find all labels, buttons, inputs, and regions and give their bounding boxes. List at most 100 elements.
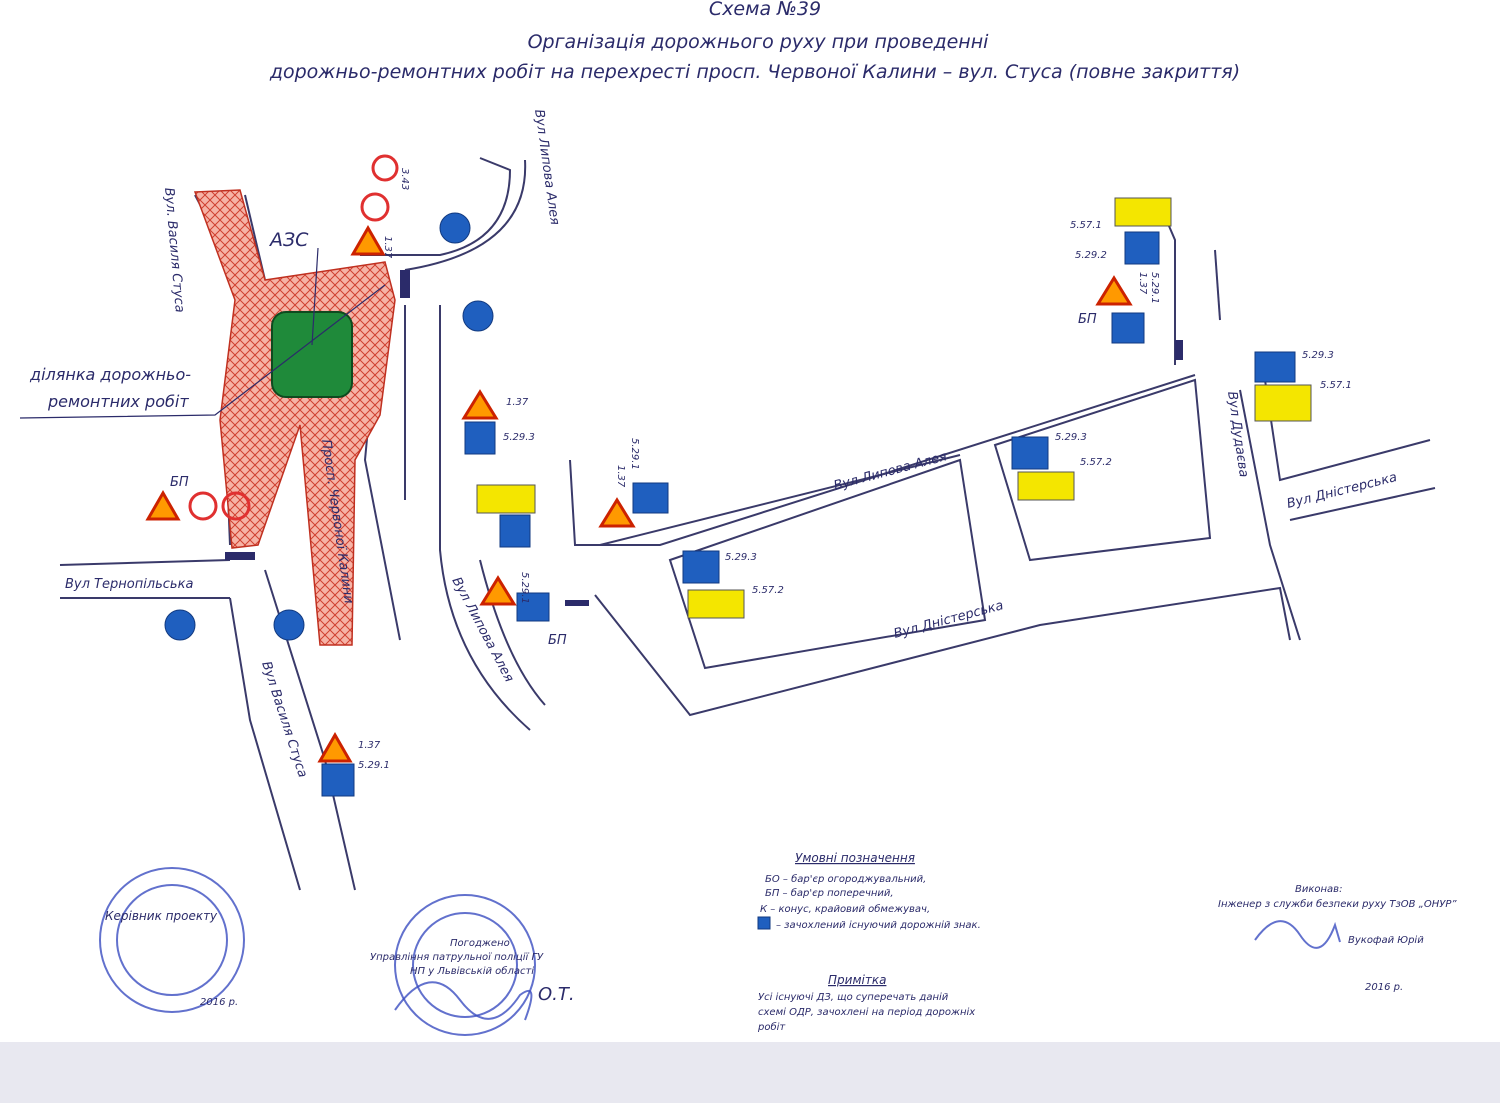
road-network (59, 157, 1436, 891)
detour-sign-right (1254, 384, 1312, 422)
sign-code-137-lypova-diag: 1.37 (615, 465, 626, 488)
sign-code-5572-block-right: 5.57.2 (1080, 457, 1112, 468)
detour-sign-block-left (687, 589, 745, 619)
scan-bottom-band (0, 1042, 1500, 1103)
agreed-label: Погоджено (450, 938, 510, 949)
road-lypova-diag-upper (569, 374, 1196, 546)
sign-code-5293-block-left: 5.29.3 (725, 552, 757, 563)
road-top-connector-outer (404, 159, 527, 271)
executed-label: Виконав: (1295, 884, 1342, 895)
manager-date: 2016 р. (200, 997, 238, 1008)
roadwork-warning-sign-ternopilska (145, 489, 181, 521)
road-ternopilska-top (59, 559, 231, 566)
stamp-police-inner (412, 912, 518, 1018)
detour-sign-upper-right (1114, 197, 1172, 227)
legend-heading: Умовні позначення (795, 851, 915, 865)
agreed-sign: О.Т. (538, 984, 575, 1005)
road-top-connector (360, 157, 512, 256)
sign-code-5291-lypova-lower: 5.29.1 (519, 572, 530, 604)
barrier-ternopilska (225, 552, 255, 560)
stamp-manager (99, 867, 245, 1013)
note-heading: Примітка (828, 973, 886, 987)
roadwork-warning-sign-prosp (461, 389, 499, 420)
barrier-label-upper-right: БП (1078, 312, 1097, 327)
block-right (993, 378, 1212, 562)
road-dudaeva-right (1214, 249, 1221, 321)
street-lypova-top: Вул Липова Алея (531, 108, 562, 226)
sign-code-5571-upper-right: 5.57.1 (1070, 220, 1102, 231)
street-dnisterska-mid: Вул Дністерська (892, 598, 1005, 642)
title-line-2: Організація дорожнього руху при проведен… (528, 31, 990, 53)
no-entry-sign-ternopilska-1 (188, 491, 218, 521)
street-stusa-bottom: Вул Василя Стуса (258, 660, 310, 780)
sign-code-5291-lypova-diag: 5.29.1 (629, 438, 640, 470)
agreed-org-2: НП у Львівській області (410, 965, 534, 977)
manager-label: Керівник проекту (105, 909, 218, 923)
lane-sign-prosp (464, 421, 496, 455)
title-line-3: дорожньо-ремонтних робіт на перехресті п… (269, 61, 1240, 83)
azs-label: АЗС (268, 229, 309, 251)
legend-item-3: К – конус, крайовий обмежувач, (760, 903, 930, 915)
road-dudaeva-left (1159, 204, 1176, 365)
no-entry-sign-top-2 (360, 192, 390, 222)
barrier-upper-right (1175, 340, 1183, 360)
roadwork-warning-sign-lypova-lower (479, 575, 517, 606)
signature-executor (1254, 920, 1341, 949)
area-leader-line (19, 284, 386, 419)
roadwork-warning-sign-stusa-lower (317, 731, 353, 763)
block-left (668, 458, 987, 670)
executor-name: Вукофай Юрій (1348, 934, 1424, 946)
signature-police (394, 981, 533, 1021)
street-dudaeva: Вул Дудаєва (1224, 390, 1251, 478)
lane-sign-lypova-diag (632, 482, 669, 514)
detour-sign-block-right (1017, 471, 1075, 501)
direction-sign-top (439, 212, 471, 244)
sign-code-5293-right: 5.29.3 (1302, 350, 1334, 361)
lane-sign-stusa-lower (321, 763, 355, 797)
road-dnisterska-lower (594, 586, 1291, 717)
sign-code-137-prosp: 1.37 (506, 397, 529, 408)
sign-code-5291b-stusa-lower: 5.29.1 (358, 760, 390, 771)
street-ternopilska: Вул Тернопільська (65, 577, 193, 592)
road-lypova-left (439, 305, 531, 731)
road-stusa-lower-left (229, 597, 301, 891)
closure-zone (193, 189, 396, 646)
road-lypova-right (479, 559, 546, 706)
sign-code-137-upper-right: 1.37 (1137, 272, 1148, 295)
roadwork-warning-sign-upper-right (1095, 275, 1133, 306)
lane-sign-block-right (1011, 436, 1049, 470)
executor-role: Інженер з служби безпеки руху ТзОВ „ОНУР… (1218, 898, 1457, 910)
sign-code-343: 3.43 (399, 168, 410, 190)
sign-code-137-top: 1.37 (382, 236, 393, 259)
stamp-manager-inner (116, 884, 228, 996)
lane-sign-right (1254, 351, 1296, 383)
direction-sign-stusa-lower (273, 609, 305, 641)
no-entry-sign-top-1 (371, 154, 399, 182)
lane-sign-block-left (682, 550, 720, 584)
barrier-lypova-lower (565, 600, 589, 606)
no-entry-sign-ternopilska-2 (221, 491, 251, 521)
barrier-top (400, 270, 410, 298)
note-text-2: схемі ОДР, зачохлені на період дорожніх (758, 1006, 975, 1018)
legend-item-1: БО – бар'єр огороджувальний, (765, 873, 926, 885)
agreed-org-1: Управління патрульної поліції ГУ (370, 951, 544, 963)
roadwork-warning-sign-lypova-diag (598, 497, 636, 528)
note-text-1: Усі існуючі ДЗ, що суперечать даній (758, 991, 949, 1003)
legend-item-2: БП – бар'єр поперечний, (765, 887, 894, 899)
lane-sign-upper-right-2 (1111, 312, 1145, 344)
detour-sign-lypova (476, 484, 536, 514)
direction-sign-prosp (462, 300, 494, 332)
stamp-police (394, 894, 536, 1036)
area-label-line-2: ремонтних робіт (47, 392, 189, 411)
lane-sign-lypova-lower (516, 592, 550, 622)
road-dnisterska-right (1289, 487, 1436, 521)
street-lypova-mid: Вул Липова Алея (832, 449, 949, 494)
sign-code-5571-right: 5.57.1 (1320, 380, 1352, 391)
azs-gas-station (271, 311, 353, 398)
sign-code-5291-upper-right: 5.29.1 (1149, 272, 1160, 304)
barrier-label-lypova: БП (548, 633, 567, 648)
barrier-label-ternopilska: БП (170, 475, 189, 490)
legend-covered-sign-icon (757, 916, 771, 930)
executor-date: 2016 р. (1365, 982, 1403, 993)
